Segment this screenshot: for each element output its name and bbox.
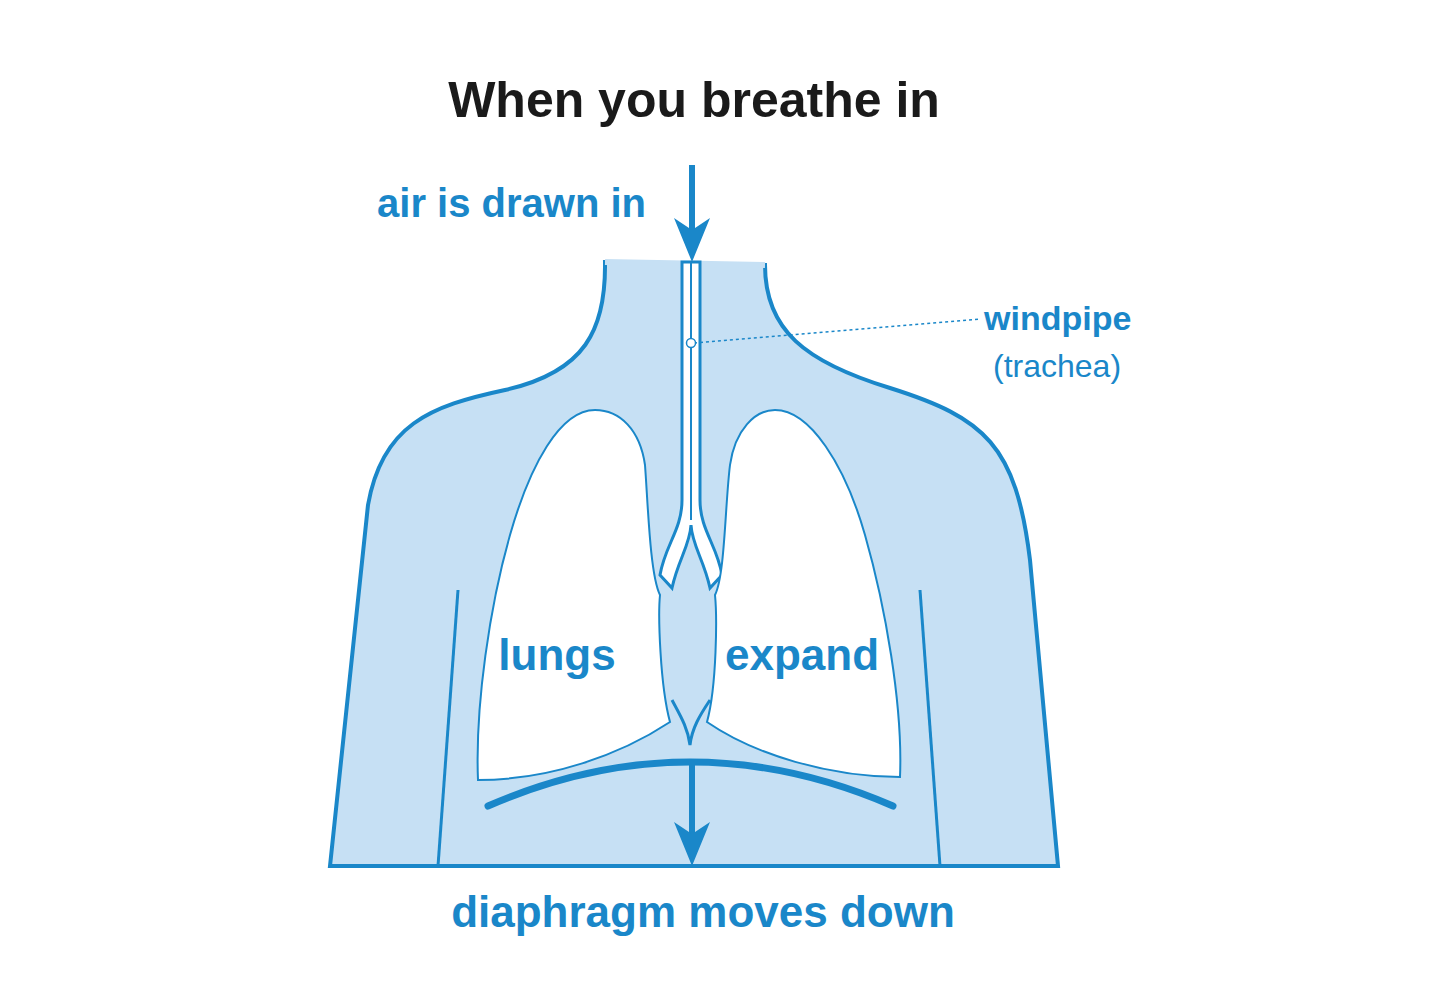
leader-dot: [687, 339, 696, 348]
trachea-tube: [660, 262, 722, 588]
down-arrow-head: [674, 822, 710, 866]
part-name-holder: windpipe: [984, 299, 1131, 338]
lung-outline: [695, 405, 910, 800]
right-lung: expand: [695, 405, 910, 800]
inflow-label: air is drawn in: [377, 181, 646, 226]
lung-label: lungs: [498, 630, 615, 680]
part-name-alt: (trachea): [993, 348, 1121, 385]
diagram-title: When you breathe in: [448, 71, 940, 129]
leader-line: [694, 319, 980, 343]
part-name-alt-holder: (trachea): [993, 348, 1121, 385]
left-lung: lungs: [470, 405, 680, 800]
part-name: windpipe: [984, 299, 1131, 338]
left-arm-line: [438, 590, 458, 866]
inflow-arrow-head: [674, 218, 710, 262]
down-arrow-shaft: [689, 760, 695, 840]
lung-label: expand: [725, 630, 879, 680]
trachea-center: [690, 262, 692, 520]
torso-outline: [330, 262, 1058, 866]
inflow-arrow-shaft: [689, 165, 695, 235]
lung-outline: [470, 405, 680, 800]
diaphragm-label-holder: diaphragm moves down: [451, 887, 955, 937]
lung-shape: [707, 410, 900, 777]
diagram-title-holder: When you breathe in: [448, 71, 940, 129]
right-arm-line: [920, 590, 940, 866]
diaphragm-label: diaphragm moves down: [451, 887, 955, 937]
inflow-label-holder: air is drawn in: [377, 181, 646, 226]
lung-shape: [478, 410, 670, 780]
mediastinum: [672, 700, 710, 745]
